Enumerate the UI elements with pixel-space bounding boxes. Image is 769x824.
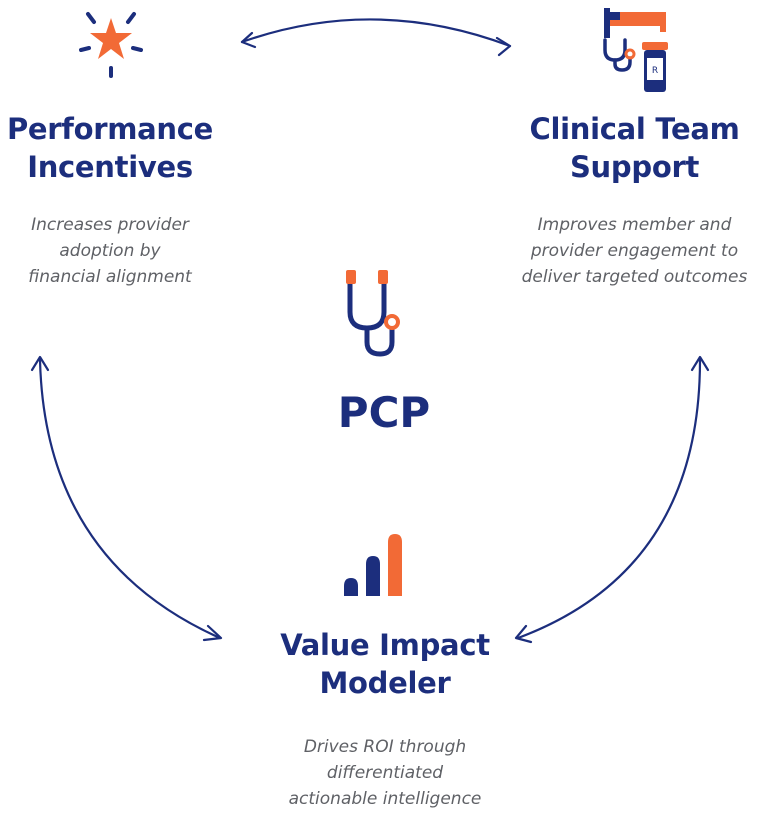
arrow-performance-value <box>38 358 222 640</box>
bar-chart-icon <box>344 534 402 596</box>
value-desc-line2: differentiated <box>326 763 444 783</box>
performance-title-line2: Incentives <box>27 150 193 184</box>
clinical-desc-line3: deliver targeted outcomes <box>521 267 748 287</box>
star-burst-icon <box>79 12 143 78</box>
value-desc-line1: Drives ROI through <box>303 737 467 757</box>
value-desc-line3: actionable intelligence <box>288 789 482 809</box>
value-title-line1: Value Impact <box>280 628 490 662</box>
clinical-desc-line1: Improves member and <box>537 215 732 235</box>
value-title-line2: Modeler <box>319 666 451 700</box>
clinical-title-line1: Clinical Team <box>529 112 740 146</box>
bed-stethoscope-rx-icon: R <box>603 8 668 92</box>
performance-desc-line2: adoption by <box>59 241 161 261</box>
arrow-clinical-value <box>516 358 702 640</box>
arrow-performance-clinical <box>240 18 512 48</box>
clinical-title-line2: Support <box>569 150 700 184</box>
performance-title-line1: Performance <box>6 112 214 146</box>
pcp-title: PCP <box>337 388 431 437</box>
performance-desc-line1: Increases provider <box>31 215 189 235</box>
performance-desc-line3: financial alignment <box>28 267 192 287</box>
svg-text:R: R <box>652 66 658 76</box>
stethoscope-icon <box>346 270 400 357</box>
clinical-desc-line2: provider engagement to <box>530 241 739 261</box>
